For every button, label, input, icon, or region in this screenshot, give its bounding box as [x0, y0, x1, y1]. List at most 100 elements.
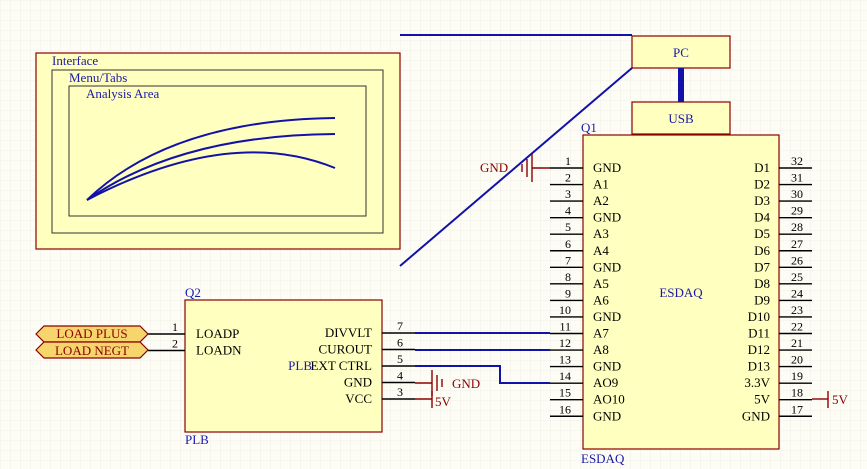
- q1-right-pin-31-name: D2: [754, 177, 770, 192]
- q1-right-pin-20-number: 20: [791, 353, 803, 367]
- q1-right-pin-17-number: 17: [791, 402, 803, 416]
- q1-left-pin-8-name: A5: [593, 276, 609, 291]
- q1-left-pin-6-name: A4: [593, 243, 609, 258]
- q1-right-pin-20[interactable]: 20 D13: [748, 353, 812, 374]
- q1-right-pin-27-number: 27: [791, 237, 803, 251]
- q2-right-pin-5-number: 5: [397, 352, 403, 366]
- q2-right-pin-6-name: CUROUT: [319, 342, 373, 357]
- port-load-plus[interactable]: LOAD PLUS: [35, 325, 149, 343]
- q2-left-pin-2-number: 2: [172, 337, 178, 351]
- q2-footer-label: PLB: [185, 432, 209, 447]
- q1-left-pin-1-number: 1: [565, 154, 571, 168]
- v5-q1-label: 5V: [832, 392, 849, 407]
- wire-extctrl-ao9: [415, 365, 550, 384]
- q1-right-pin-25-number: 25: [791, 270, 803, 284]
- q1-left-pin-10-name: GND: [593, 309, 621, 324]
- q1-right-pin-20-name: D13: [748, 359, 770, 374]
- q1-right-pin-18[interactable]: 18 5V: [754, 386, 812, 407]
- usb-block[interactable]: USB: [631, 101, 731, 135]
- q2-right-pin-4-number: 4: [397, 369, 403, 383]
- q1-left-pin-1[interactable]: 1 GND: [550, 154, 621, 175]
- q1-right-pin-22[interactable]: 22 D11: [748, 320, 812, 341]
- q1-right-pin-26-name: D7: [754, 259, 770, 274]
- q1-right-pin-24[interactable]: 24 D9: [754, 286, 812, 307]
- q1-right-pin-18-number: 18: [791, 386, 803, 400]
- interface-block[interactable]: Interface Menu/Tabs Analysis Area: [35, 52, 401, 250]
- q2-right-pin-6[interactable]: 6 CUROUT: [319, 336, 415, 357]
- q1-right-pin-32-name: D1: [754, 160, 770, 175]
- q1-right-pin-32-number: 32: [791, 154, 803, 168]
- q1-right-pin-22-name: D11: [748, 326, 770, 341]
- q1-right-pin-22-number: 22: [791, 320, 803, 334]
- q1-right-pin-17-name: GND: [742, 408, 770, 423]
- port-load-negt[interactable]: LOAD NEGT: [35, 341, 149, 359]
- port-load-negt-shape: [35, 341, 149, 359]
- q1-left-pin-13-name: GND: [593, 359, 621, 374]
- q1-right-pin-32[interactable]: 32 D1: [754, 154, 812, 175]
- q1-left-pin-16-number: 16: [559, 402, 571, 416]
- q1-right-pin-18-name: 5V: [754, 392, 771, 407]
- q1-right-pin-30-number: 30: [791, 187, 803, 201]
- v5-q2-label: 5V: [435, 394, 452, 409]
- analysis-curve-top: [86, 117, 336, 201]
- v5-symbol-q2: 5V: [415, 391, 452, 409]
- q1-right-pin-28-name: D5: [754, 226, 770, 241]
- q1-right-pin-19[interactable]: 193.3V: [744, 369, 812, 390]
- q1-left-pin-1-name: GND: [593, 160, 621, 175]
- usb-label: USB: [668, 111, 694, 126]
- q2-right-pin-5-net: PLB: [288, 358, 312, 373]
- q1-designator: Q1: [581, 120, 597, 135]
- q1-right-pin-24-name: D9: [754, 292, 770, 307]
- q1-right-pin-23-name: D10: [748, 309, 770, 324]
- q1-left-pin-2-name: A1: [593, 177, 609, 192]
- q1-right-pin-24-number: 24: [791, 286, 803, 300]
- q1-left-pin-4-name: GND: [593, 210, 621, 225]
- q1-right-pin-29-name: D4: [754, 210, 770, 225]
- q1-body: [582, 134, 780, 450]
- q2-right-pin-7-number: 7: [397, 319, 403, 333]
- q2-left-pin-1-number: 1: [172, 320, 178, 334]
- q1-left-pin-11-number: 11: [559, 320, 571, 334]
- q1-right-pin-21-name: D12: [748, 342, 770, 357]
- q1-left-pin-9-name: A6: [593, 292, 609, 307]
- q2-right-pin-6-number: 6: [397, 336, 403, 350]
- pc-block[interactable]: PC: [631, 35, 731, 69]
- menu-tabs-frame: [51, 69, 384, 234]
- q1-right-pin-25-name: D8: [754, 276, 770, 291]
- q1-right-pin-25[interactable]: 25 D8: [754, 270, 812, 291]
- q1-right-pin-17[interactable]: 17 GND: [742, 402, 812, 423]
- pc-label: PC: [673, 45, 689, 60]
